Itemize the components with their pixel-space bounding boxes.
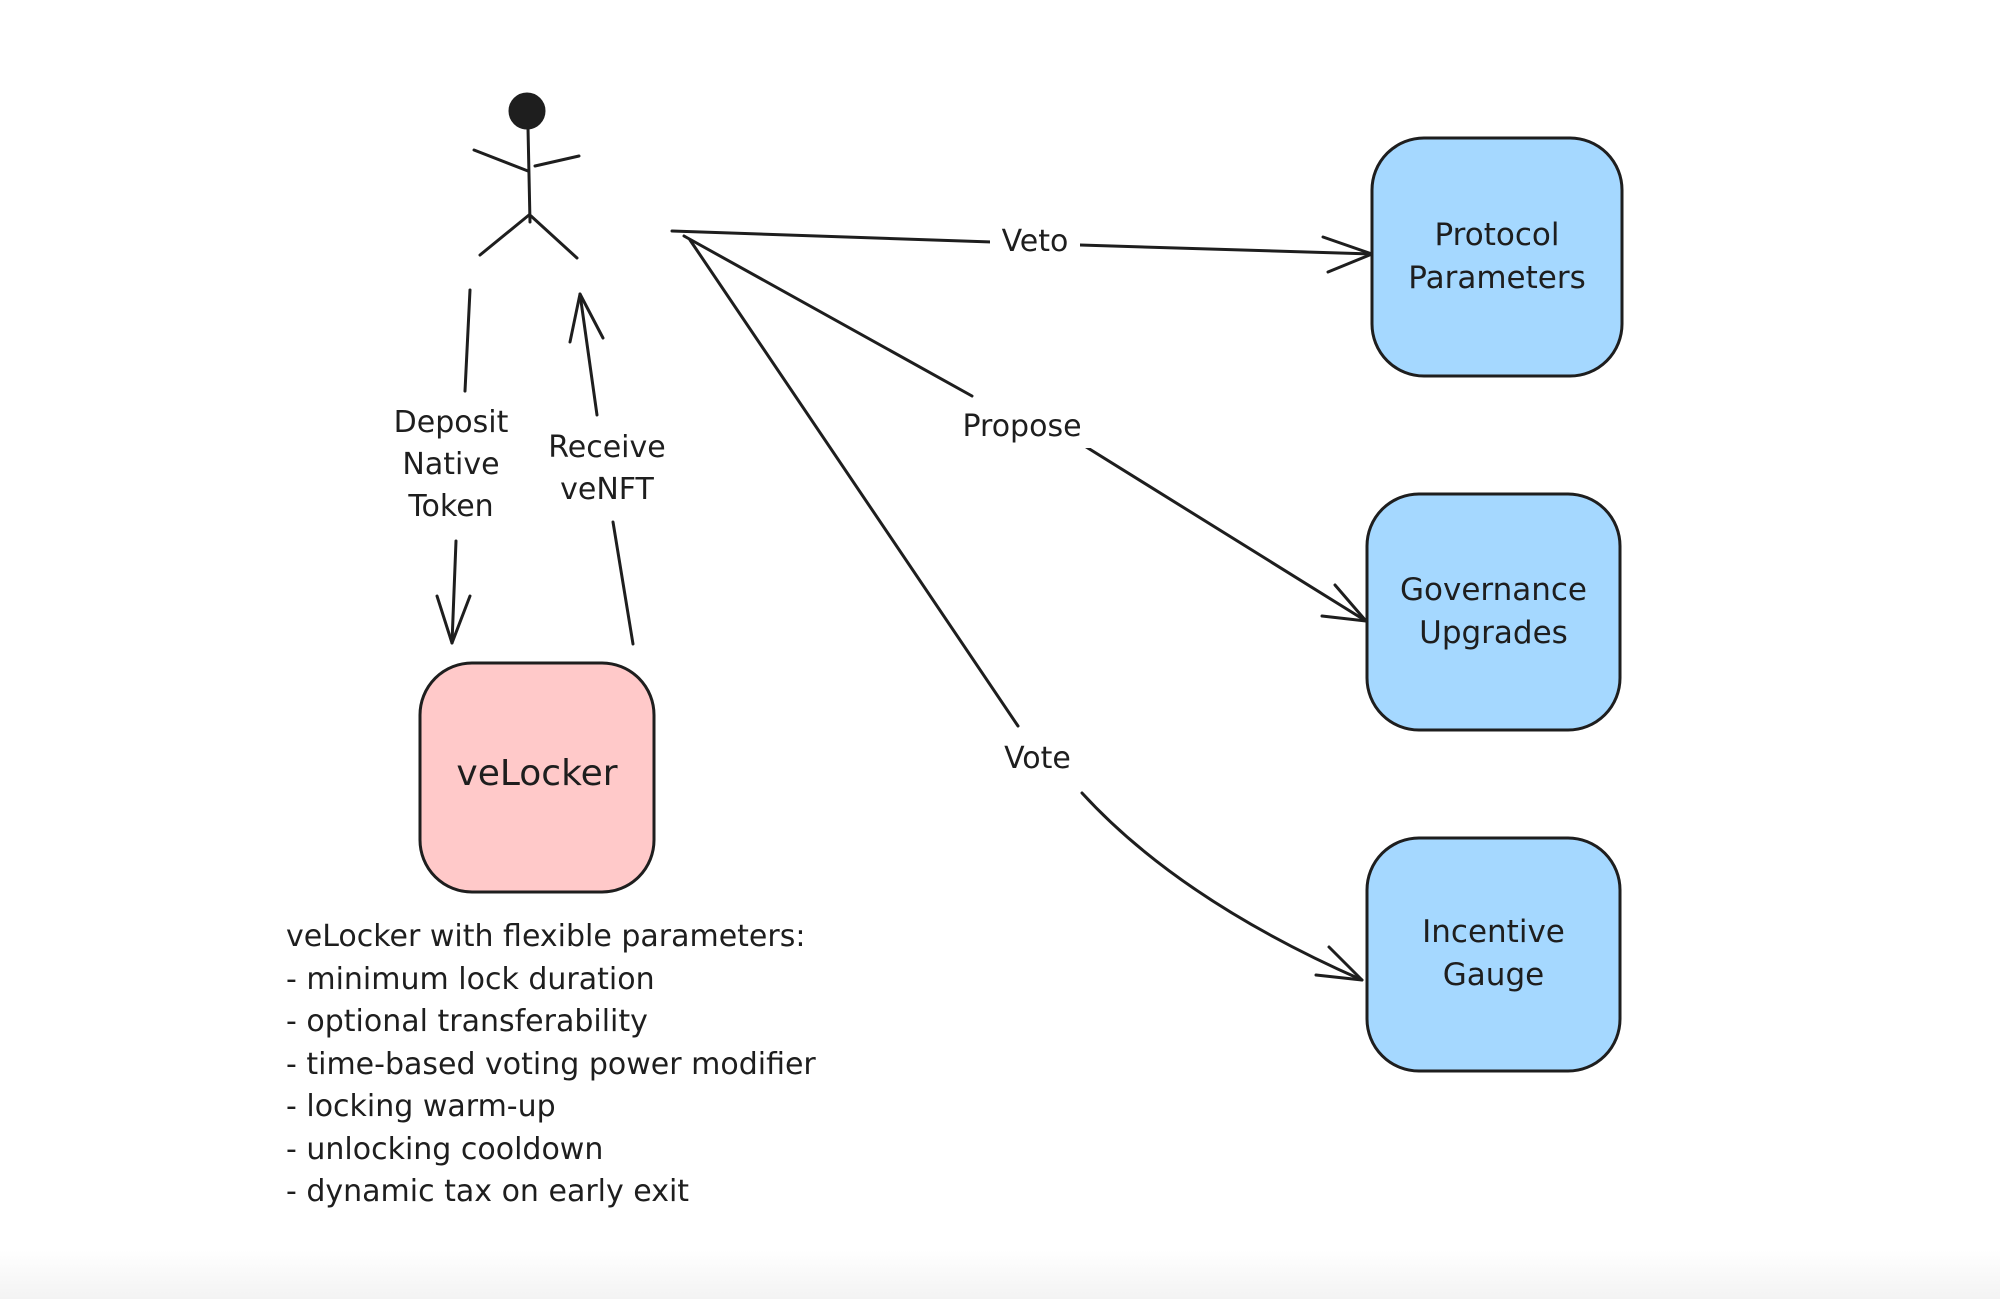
vote-arrow[interactable] bbox=[688, 238, 1364, 982]
notes-item: - optional transferability bbox=[286, 1004, 648, 1039]
incentive-gauge-node[interactable] bbox=[1365, 836, 1622, 1073]
governance-upgrades-label-line: Governance bbox=[1399, 572, 1587, 608]
velocker-node[interactable] bbox=[418, 661, 656, 894]
governance-upgrades-node[interactable] bbox=[1365, 492, 1622, 732]
velocker-label: veLocker bbox=[456, 753, 618, 794]
incentive-gauge-label: Incentive Gauge bbox=[1367, 911, 1620, 997]
governance-upgrades-label-line: Upgrades bbox=[1419, 615, 1568, 651]
deposit-label-line: Token bbox=[408, 489, 494, 524]
deposit-label-line: Native bbox=[402, 447, 500, 482]
protocol-parameters-label: Protocol Parameters bbox=[1372, 214, 1622, 300]
notes-item: - time-based voting power modifier bbox=[286, 1046, 816, 1082]
velocker-notes: veLocker with flexible parameters: - min… bbox=[286, 916, 816, 1214]
receive-arrow[interactable] bbox=[568, 292, 635, 646]
incentive-gauge-label-line: Incentive bbox=[1422, 914, 1565, 950]
receive-label-line: veNFT bbox=[560, 472, 654, 507]
protocol-parameters-node[interactable] bbox=[1370, 136, 1624, 378]
notes-item: - locking warm-up bbox=[286, 1089, 556, 1124]
deposit-arrow[interactable] bbox=[435, 288, 472, 645]
notes-item: - unlocking cooldown bbox=[286, 1131, 604, 1167]
propose-label: Propose bbox=[952, 406, 1092, 448]
vote-label: Vote bbox=[990, 738, 1085, 780]
protocol-parameters-label-line: Parameters bbox=[1408, 260, 1586, 296]
veto-label: Veto bbox=[990, 221, 1080, 263]
notes-item: - minimum lock duration bbox=[286, 961, 655, 997]
notes-title: veLocker with flexible parameters: bbox=[286, 919, 806, 954]
incentive-gauge-label-line: Gauge bbox=[1442, 957, 1545, 993]
receive-label-line: Receive bbox=[548, 430, 666, 465]
protocol-parameters-label-line: Protocol bbox=[1434, 217, 1560, 253]
receive-label: Receive veNFT bbox=[537, 427, 677, 511]
notes-item: - dynamic tax on early exit bbox=[286, 1174, 690, 1209]
deposit-label-line: Deposit bbox=[393, 405, 509, 440]
governance-upgrades-label: Governance Upgrades bbox=[1367, 569, 1620, 655]
deposit-label: Deposit Native Token bbox=[383, 402, 519, 528]
actor-stick-figure-icon[interactable] bbox=[472, 92, 581, 260]
